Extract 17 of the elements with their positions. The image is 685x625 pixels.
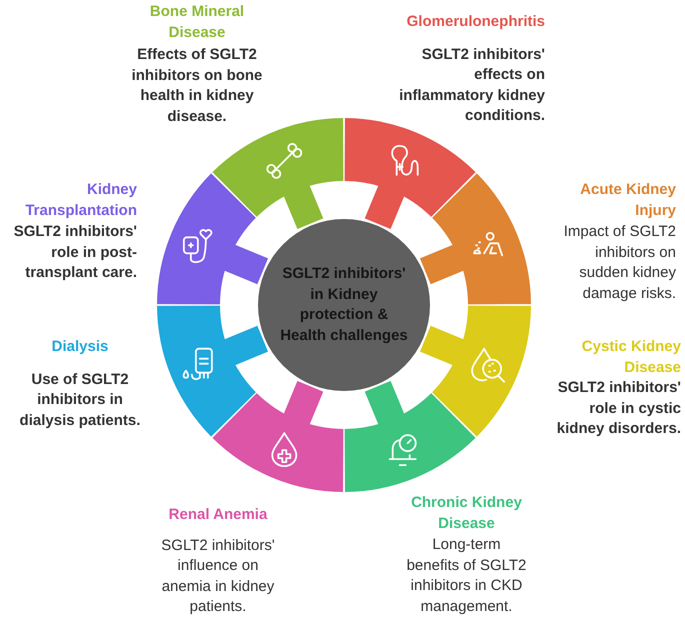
segment-title: Renal Anemia [168,505,268,525]
segment-title: Glomerulonephritis [406,12,545,32]
segment-title: Bone Mineral Disease [148,2,246,42]
segment-description: SGLT2 inhibitors' influence on anemia in kidney patients. [160,536,276,617]
segment-description: SGLT2 inhibitors' role in cystic kidney disorders. [556,378,681,439]
segment-title: Cystic Kidney Disease [580,337,681,378]
center-title: SGLT2 inhibitors' in Kidney protection & Health challenges [280,264,408,346]
segment-description: SGLT2 inhibitors' effects on inflammatory kidney conditions. [398,44,545,126]
segment-title: Dialysis [50,337,110,357]
segment-title: Acute Kidney Injury [579,180,676,220]
segment-title: Kidney Transplantation [24,180,137,220]
segment-description: Effects of SGLT2 inhibitors on bone health in kidney disease. [130,45,264,126]
segment-description: SGLT2 inhibitors' role in post-transplant care. [12,222,137,283]
segment-description: Use of SGLT2 inhibitors in dialysis patients. [18,370,142,430]
segment-title: Chronic Kidney Disease [410,493,523,534]
segment-description: Long-term benefits of SGLT2 inhibitors in CKD management. [406,535,528,616]
segment-description: Impact of SGLT2 inhibitors on sudden kidney damage risks. [562,222,676,304]
